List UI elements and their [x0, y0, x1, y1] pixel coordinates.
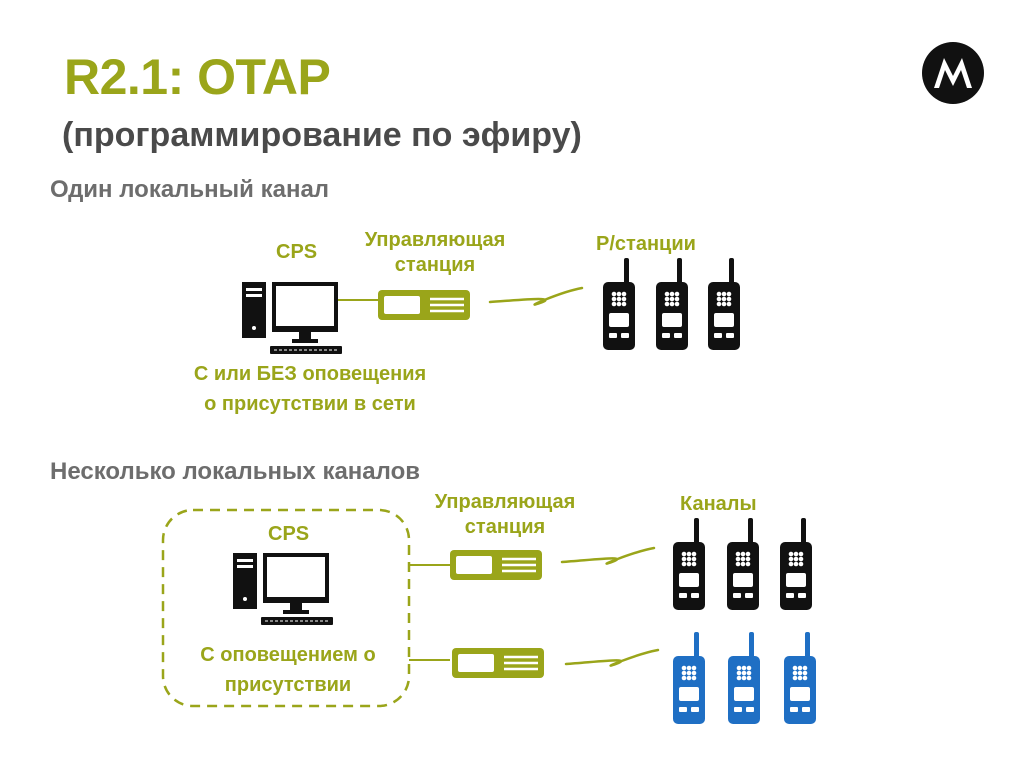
- control-station-icon-single: [376, 288, 472, 322]
- note-single: С или БЕЗ оповещения о присутствии в сет…: [170, 359, 450, 419]
- radio-icon-multi-blue-1: [673, 632, 705, 724]
- radio-icon-multi-blue-3: [784, 632, 816, 724]
- control-station-icon-multi-2: [450, 646, 546, 680]
- control-station-label-single-line1: Управляющая: [364, 229, 506, 251]
- control-station-label-multi-line2: станция: [464, 516, 546, 538]
- radio-wave-icon-multi-1: [560, 546, 656, 565]
- radio-icon-multi-black-2: [727, 518, 759, 610]
- note-multi: С оповещением о присутствии: [168, 640, 408, 700]
- channels-label: Каналы: [680, 493, 757, 515]
- control-station-label-multi-line1: Управляющая: [434, 491, 576, 513]
- radio-icon-multi-blue-2: [728, 632, 760, 724]
- control-station-icon-multi-1: [448, 548, 544, 582]
- cps-computer-icon-multi: [232, 552, 334, 626]
- motorola-logo-icon: [922, 42, 984, 104]
- note-single-line1: С или БЕЗ оповещения: [193, 363, 427, 385]
- control-station-label-single: Управляющая станция: [350, 228, 520, 278]
- note-single-line2: о присутствии в сети: [204, 393, 416, 415]
- motorola-batwing-icon: [934, 58, 972, 88]
- control-station-label-multi: Управляющая станция: [420, 490, 590, 540]
- cps-computer-icon-single: [241, 281, 343, 355]
- cps-group-dashed-box: [161, 508, 411, 708]
- cps-label-single: CPS: [276, 241, 318, 263]
- section-single-heading: Один локальный канал: [50, 176, 330, 203]
- radio-icon-single-2: [656, 258, 688, 350]
- radio-wave-icon-single: [488, 286, 584, 306]
- radio-icon-multi-black-1: [673, 518, 705, 610]
- page-title: R2.1: OTAP: [64, 49, 331, 105]
- radios-label: Р/станции: [596, 233, 696, 255]
- section-multi-heading: Несколько локальных каналов: [50, 458, 420, 485]
- radio-icon-multi-black-3: [780, 518, 812, 610]
- note-multi-line1: С оповещением о: [200, 644, 376, 666]
- radio-icon-single-1: [603, 258, 635, 350]
- note-multi-line2: присутствии: [224, 674, 352, 696]
- radio-icon-single-3: [708, 258, 740, 350]
- radio-wave-icon-multi-2: [564, 648, 660, 667]
- cps-label-multi: CPS: [268, 523, 310, 545]
- page-subtitle: (программирование по эфиру): [62, 116, 582, 154]
- control-station-label-single-line2: станция: [394, 254, 476, 276]
